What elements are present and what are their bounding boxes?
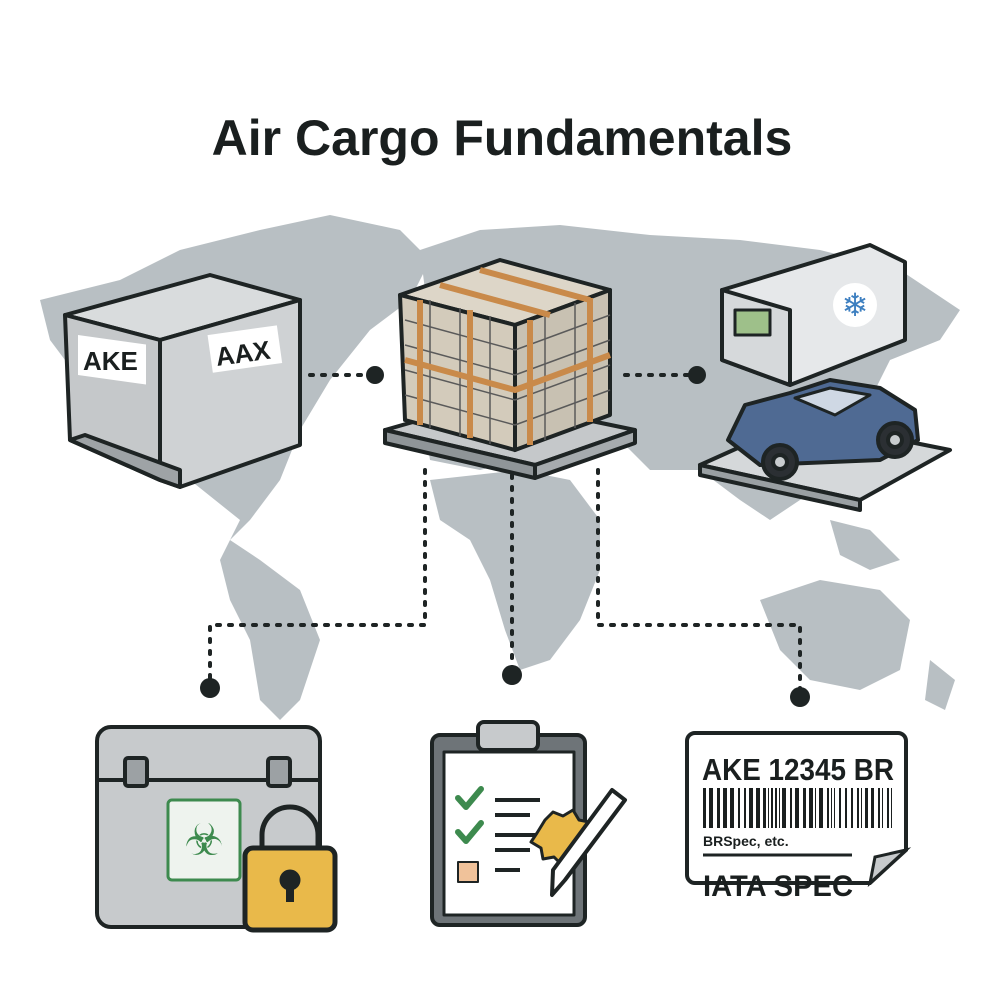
padlock-icon bbox=[242, 804, 338, 933]
connector-dots bbox=[200, 366, 810, 707]
car-on-pallet bbox=[698, 378, 952, 512]
barcode-bar bbox=[771, 788, 773, 828]
snowflake-icon: ❄ bbox=[842, 287, 869, 323]
barcode-bar bbox=[763, 788, 766, 828]
barcode-bar bbox=[834, 788, 835, 828]
barcode-bar bbox=[871, 788, 874, 828]
barcode-bar bbox=[723, 788, 727, 828]
barcode-bar bbox=[756, 788, 760, 828]
label-spec: IATA SPEC bbox=[703, 870, 853, 903]
barcode bbox=[703, 788, 892, 828]
barcode-bar bbox=[891, 788, 892, 828]
barcode-bar bbox=[857, 788, 859, 828]
barcode-bar bbox=[878, 788, 880, 828]
barcode-bar bbox=[815, 788, 816, 828]
label-subtext: BRSpec, etc. bbox=[703, 833, 789, 849]
page-title: Air Cargo Fundamentals bbox=[212, 110, 793, 166]
barcode-bar bbox=[768, 788, 769, 828]
label-code: AKE 12345 BR bbox=[702, 752, 894, 787]
barcode-bar bbox=[709, 788, 713, 828]
barcode-bar bbox=[782, 788, 786, 828]
dotted-connectors bbox=[208, 373, 802, 697]
barcode-bar bbox=[744, 788, 746, 828]
uld-left-label: AKE bbox=[83, 346, 138, 376]
barcode-bar bbox=[779, 788, 780, 828]
barcode-bar bbox=[831, 788, 832, 828]
barcode-bar bbox=[749, 788, 753, 828]
uld-container: AKE AAX bbox=[63, 273, 302, 489]
barcode-bar bbox=[738, 788, 740, 828]
barcode-bar bbox=[803, 788, 806, 828]
barcode-bar bbox=[703, 788, 706, 828]
barcode-bar bbox=[882, 788, 883, 828]
barcode-bar bbox=[887, 788, 889, 828]
barcode-bar bbox=[730, 788, 734, 828]
cargo-label: AKE 12345 BR BRSpec, etc. IATA SPEC bbox=[685, 731, 912, 903]
clipboard-checklist bbox=[430, 720, 627, 927]
barcode-bar bbox=[795, 788, 799, 828]
barcode-bar bbox=[839, 788, 841, 828]
biohazard-icon: ☣ bbox=[184, 816, 223, 865]
barcode-bar bbox=[845, 788, 847, 828]
barcode-bar bbox=[717, 788, 720, 828]
barcode-bar bbox=[819, 788, 823, 828]
reefer-unit: ❄ bbox=[720, 243, 907, 387]
barcode-bar bbox=[827, 788, 829, 828]
barcode-bar bbox=[790, 788, 792, 828]
barcode-bar bbox=[865, 788, 868, 828]
barcode-bar bbox=[861, 788, 862, 828]
barcode-bar bbox=[775, 788, 777, 828]
netted-pallet bbox=[383, 258, 637, 480]
barcode-bar bbox=[809, 788, 813, 828]
barcode-bar bbox=[851, 788, 853, 828]
